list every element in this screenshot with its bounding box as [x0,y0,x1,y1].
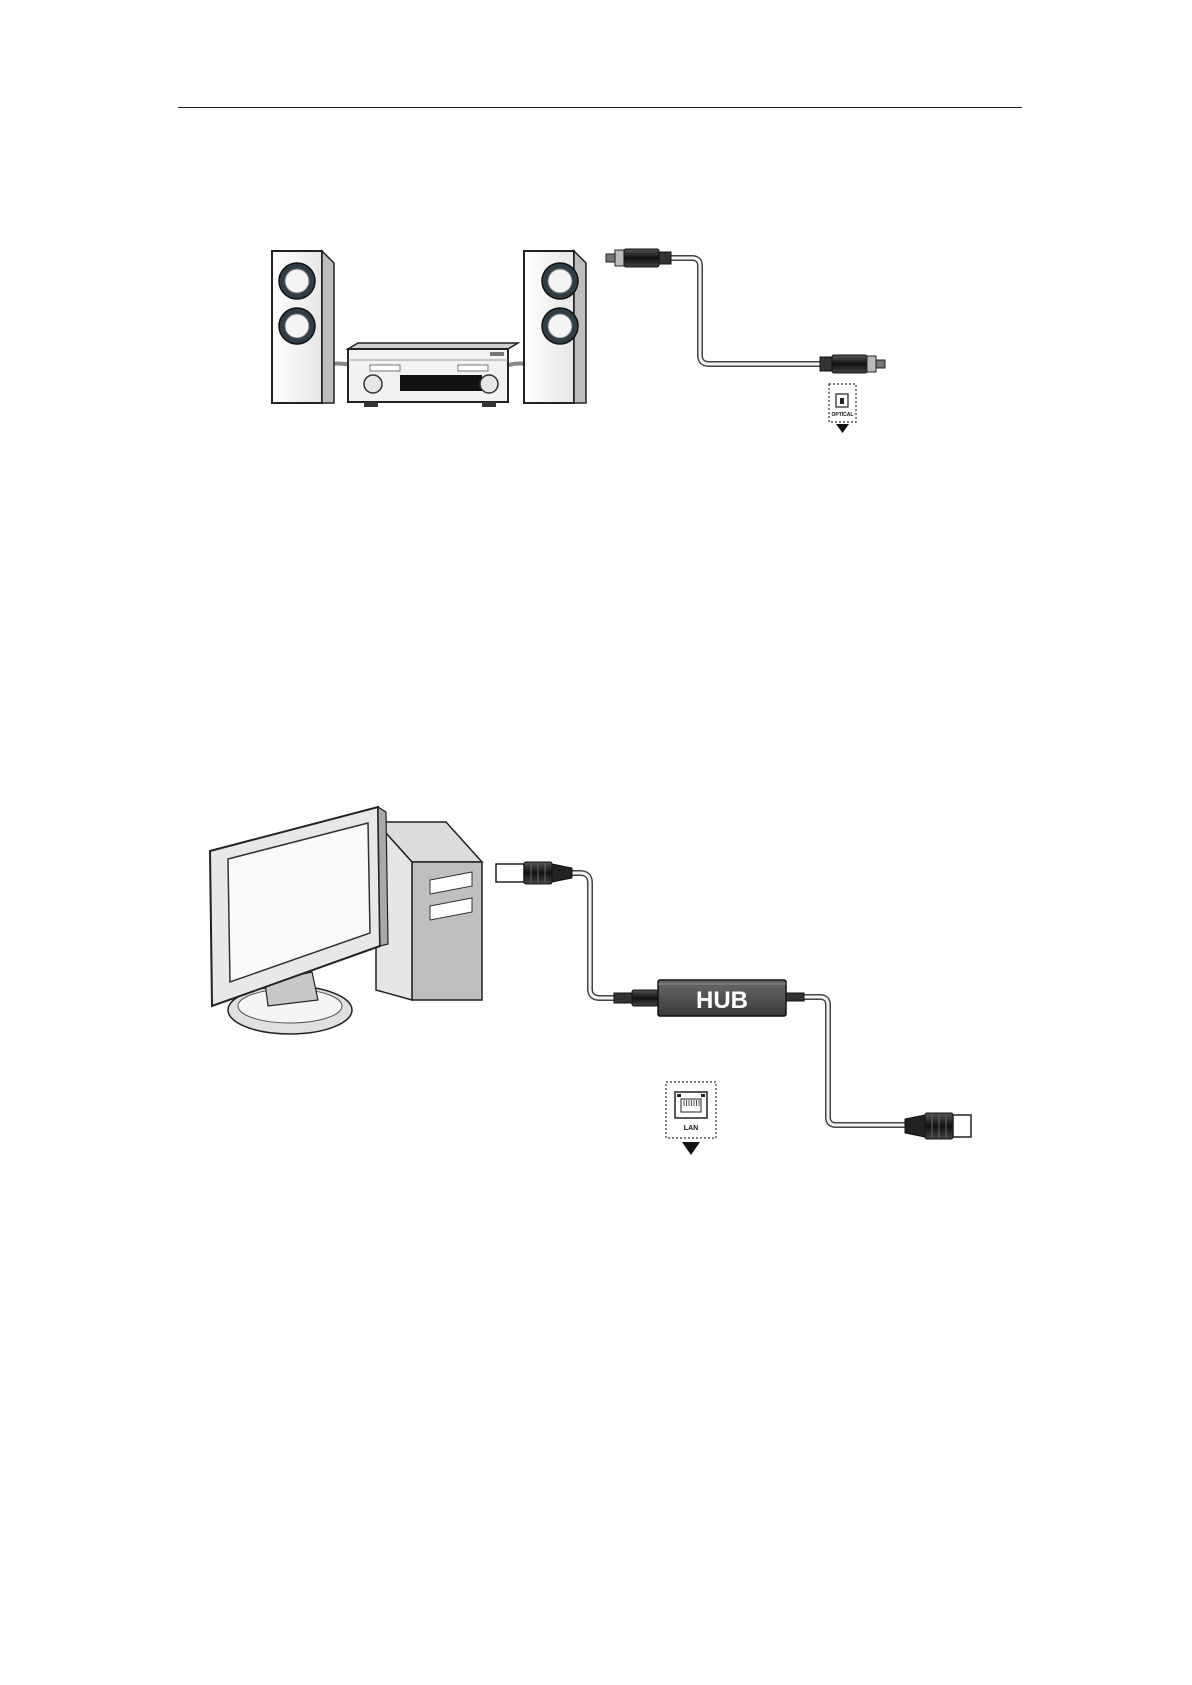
optical-cable [606,249,885,373]
ethernet-plug-bottom [905,1113,971,1139]
optical-port-label: OPTICAL [832,412,854,418]
pc-tower [376,822,482,1000]
optical-plug-bottom [820,355,885,373]
optical-plug-top [606,249,671,267]
lan-port-icon: LAN [666,1082,716,1155]
left-speaker [272,251,334,403]
lan-port-label: LAN [684,1125,698,1132]
receiver-knob-right [480,375,498,393]
receiver-display [400,375,482,391]
optical-port-icon: OPTICAL [829,384,856,433]
hub-connector-left [614,990,658,1006]
right-speaker [524,251,586,403]
network-diagram: HUB LAN [210,807,971,1155]
down-arrow-icon [682,1142,700,1155]
audio-receiver [348,343,518,407]
receiver-knob-left [364,375,382,393]
audio-system-diagram: OPTICAL [272,249,885,433]
ethernet-plug-top [496,862,572,884]
network-hub: HUB [658,980,804,1016]
hub-label: HUB [696,987,748,1014]
down-arrow-icon [836,424,849,433]
